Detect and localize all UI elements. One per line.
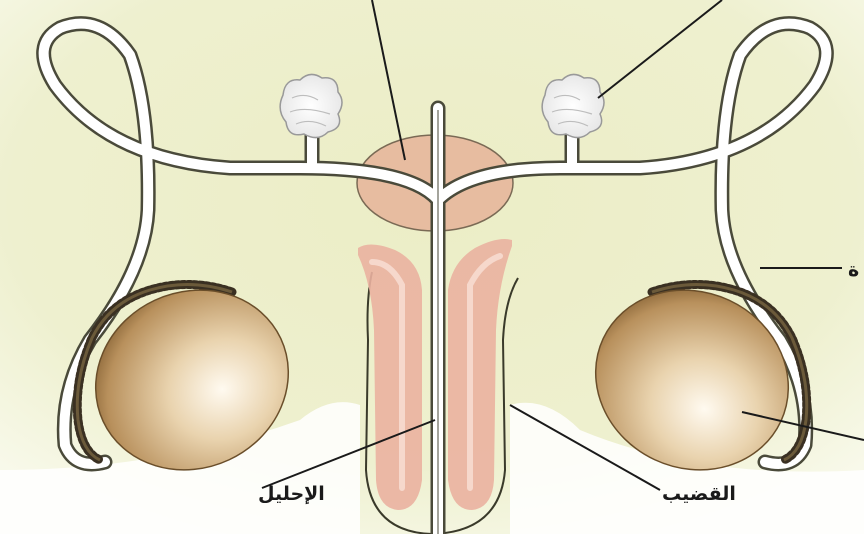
seminal-vesicle-right [542, 74, 604, 137]
label-urethra: الإحليل [258, 483, 325, 505]
label-penis: القضيب [662, 483, 736, 505]
seminal-vesicle-left [280, 74, 342, 137]
label-right-edge-fragment: ة [848, 259, 859, 281]
